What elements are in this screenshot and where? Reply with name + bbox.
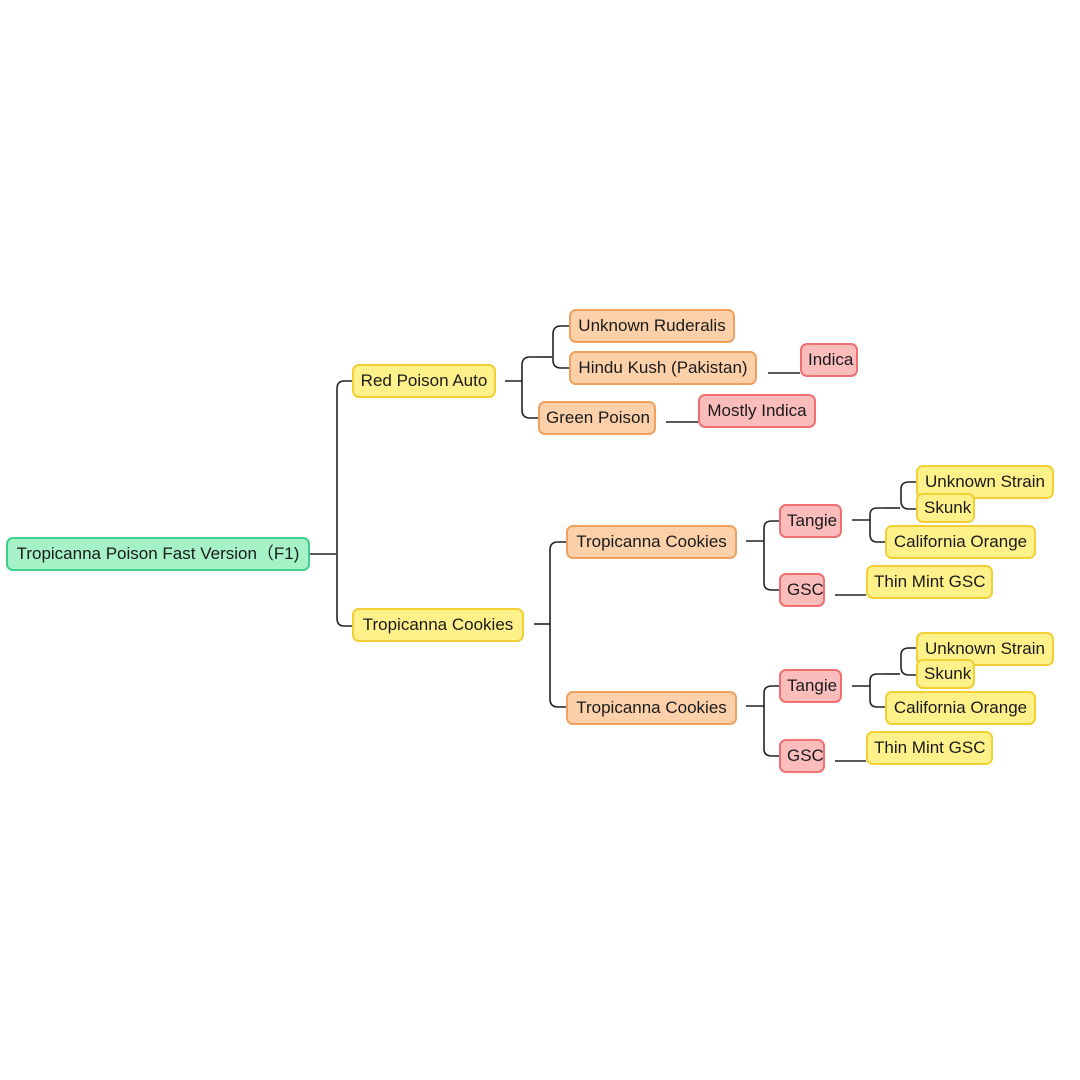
- node-tangie-a[interactable]: Tangie: [779, 504, 842, 538]
- connector-red-poison-auto-branches: [521, 356, 538, 419]
- node-gsc-a[interactable]: GSC: [779, 573, 825, 607]
- node-mostly-indica[interactable]: Mostly Indica: [698, 394, 816, 428]
- node-root[interactable]: Tropicanna Poison Fast Version（F1): [6, 537, 310, 571]
- node-red-poison-auto[interactable]: Red Poison Auto: [352, 364, 496, 398]
- connector-tangie-a-upper-branches: [900, 481, 916, 510]
- connector-upper-group-branches: [552, 325, 569, 369]
- connector-tropicanna-cookies-a-branches: [763, 520, 779, 591]
- connector-tangie-b-branches: [869, 673, 885, 708]
- node-tropicanna-cookies-a[interactable]: Tropicanna Cookies: [566, 525, 737, 559]
- node-tropicanna-cookies-b[interactable]: Tropicanna Cookies: [566, 691, 737, 725]
- node-california-orange-a[interactable]: California Orange: [885, 525, 1036, 559]
- connector-tangie-a-branches: [869, 507, 885, 543]
- connector-tropicanna-cookies-l1-branches: [549, 541, 566, 708]
- node-hindu-kush[interactable]: Hindu Kush (Pakistan): [569, 351, 757, 385]
- node-skunk-b[interactable]: Skunk: [916, 659, 975, 689]
- node-tangie-b[interactable]: Tangie: [779, 669, 842, 703]
- node-green-poison[interactable]: Green Poison: [538, 401, 656, 435]
- node-california-orange-b[interactable]: California Orange: [885, 691, 1036, 725]
- connector-root-branches: [336, 380, 352, 627]
- node-unknown-ruderalis[interactable]: Unknown Ruderalis: [569, 309, 735, 343]
- connector-tropicanna-cookies-b-branches: [763, 685, 779, 757]
- node-indica[interactable]: Indica: [800, 343, 858, 377]
- node-thin-mint-gsc-b[interactable]: Thin Mint GSC: [866, 731, 993, 765]
- node-skunk-a[interactable]: Skunk: [916, 493, 975, 523]
- connector-tangie-b-upper-branches: [900, 647, 916, 676]
- node-tropicanna-cookies-l1[interactable]: Tropicanna Cookies: [352, 608, 524, 642]
- node-gsc-b[interactable]: GSC: [779, 739, 825, 773]
- node-thin-mint-gsc-a[interactable]: Thin Mint GSC: [866, 565, 993, 599]
